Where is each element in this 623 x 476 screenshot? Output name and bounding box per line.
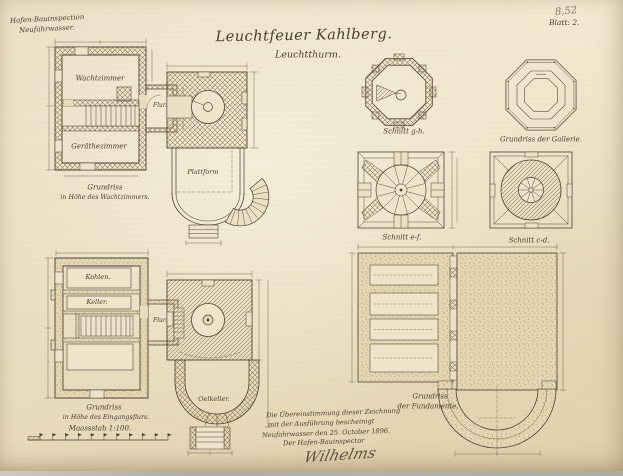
caption-gallery: Grundriss der Gallerie. (500, 135, 582, 144)
figure-gallery (505, 59, 577, 131)
figure-foundations (348, 243, 567, 457)
caption-foundations-line1: Grundriss (412, 392, 448, 401)
figure-section-cd (489, 151, 573, 229)
room-label-keller: Keller. (86, 297, 108, 306)
scanner-background-strip (0, 471, 623, 476)
scale-label: Maassstab 1:100. (68, 424, 132, 433)
room-label-oelkeller: Oelkeller. (198, 394, 230, 403)
figure-tower-lower (166, 270, 272, 456)
figure-plan-upper (45, 38, 184, 177)
sheet-title: Leuchtfeuer Kahlberg. (215, 26, 393, 46)
room-label-kohlen: Kohlen. (85, 272, 111, 281)
caption-plan-upper-line2: in Höhe des Wachtzimmers. (60, 193, 150, 201)
room-label-flur-lower: Flur. (152, 317, 168, 324)
room-label-geraethezimmer: Geräthezimmer (71, 142, 127, 151)
caption-plan-upper-line1: Grundriss (87, 183, 123, 192)
room-label-wachtzimmer: Wachtzimmer (75, 74, 125, 83)
room-label-flur-upper: Flur. (152, 102, 168, 109)
room-label-plattform: Plattform (187, 167, 219, 176)
caption-section-cd: Schnitt c-d. (508, 236, 550, 245)
figure-section-ef (357, 151, 458, 229)
scale-bar (27, 433, 172, 441)
caption-foundations-line2: der Fundamente. (397, 402, 459, 411)
figure-plan-lower (44, 249, 185, 399)
sheet-subtitle: Leuchtthurm. (275, 49, 341, 61)
caption-plan-lower-line2: in Höhe des Eingangsflurs. (62, 413, 150, 421)
caption-plan-lower-line1: Grundriss (86, 403, 122, 412)
caption-section-gh: Schnitt g-h. (383, 127, 425, 136)
figure-tower-upper (166, 62, 270, 246)
figure-section-gh (361, 53, 437, 129)
page-number-pencil: 8,52 (554, 5, 578, 18)
sheet-number-label: Blatt: 2. (549, 18, 580, 27)
caption-section-ef: Schnitt e-f. (382, 233, 422, 242)
